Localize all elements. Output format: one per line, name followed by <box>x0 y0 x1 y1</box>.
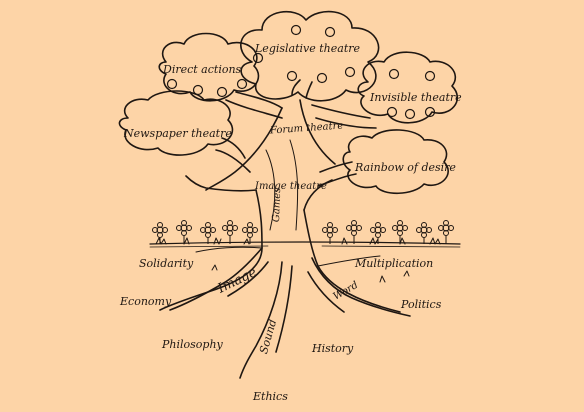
branch-to-invisible <box>311 104 377 129</box>
apple-icon <box>252 52 264 64</box>
label-politics: Politics <box>401 298 442 311</box>
label-ethics: Ethics <box>253 390 288 403</box>
apple-icon <box>290 24 302 36</box>
label-newspaper-theatre: Newspaper theatre <box>124 127 232 140</box>
flower-icon <box>416 222 432 244</box>
branch-to-direct-actions <box>225 91 283 119</box>
cloud-rainbow <box>342 129 449 195</box>
apple-icon <box>424 70 436 82</box>
label-solidarity: Solidarity <box>139 257 194 270</box>
label-image-theatre: Image theatre <box>255 181 327 192</box>
apple-icon <box>388 68 400 80</box>
tree-trunk-left <box>159 107 283 311</box>
branch-to-legislative <box>291 79 313 99</box>
root-image <box>169 247 269 311</box>
label-economy: Economy <box>120 295 172 308</box>
flower-icon <box>242 222 258 244</box>
apple-icon <box>286 70 298 82</box>
apple-icon <box>236 78 248 90</box>
flower-icon <box>222 220 238 244</box>
flower-icon <box>392 220 408 244</box>
label-philosophy: Philosophy <box>162 338 223 351</box>
apple-icon <box>166 78 178 90</box>
flower-icon <box>322 222 338 244</box>
branch-to-newspaper <box>215 137 251 173</box>
flower-icons <box>152 220 454 244</box>
label-invisible-theatre: Invisible theatre <box>370 91 462 104</box>
flower-icon <box>176 220 192 244</box>
branch-to-rainbow <box>317 161 357 187</box>
root-word <box>307 257 411 317</box>
flower-icon <box>438 220 454 244</box>
ground-line <box>149 241 461 245</box>
cloud-legislative <box>240 10 380 102</box>
apple-icon <box>424 106 436 118</box>
flower-icon <box>346 220 362 244</box>
apple-icon <box>404 108 416 120</box>
root-small <box>195 246 381 267</box>
grass-tufts <box>155 237 441 245</box>
label-games: Games <box>271 187 284 223</box>
apple-icon <box>386 106 398 118</box>
apple-icon <box>316 72 328 84</box>
branch-right-low <box>303 179 333 211</box>
cloud-invisible <box>357 51 459 124</box>
label-rainbow-of-desire: Rainbow of desire <box>355 161 456 174</box>
flower-icon <box>152 222 168 244</box>
apple-icon <box>192 84 204 96</box>
cloud-newspaper <box>118 90 234 156</box>
flower-icon <box>370 222 386 244</box>
label-direct-actions: Direct actions <box>163 63 242 76</box>
apple-icon <box>344 66 356 78</box>
apple-icons <box>166 24 436 120</box>
apple-icon <box>324 26 336 38</box>
root-sound <box>239 261 293 379</box>
apple-icon <box>216 86 228 98</box>
label-multiplication: Multiplication <box>355 257 434 270</box>
branch-left-low <box>185 175 257 192</box>
label-legislative-theatre: Legislative theatre <box>255 42 361 55</box>
flower-icon <box>200 222 216 244</box>
cloud-direct-actions <box>158 32 260 102</box>
label-history: History <box>312 342 354 355</box>
